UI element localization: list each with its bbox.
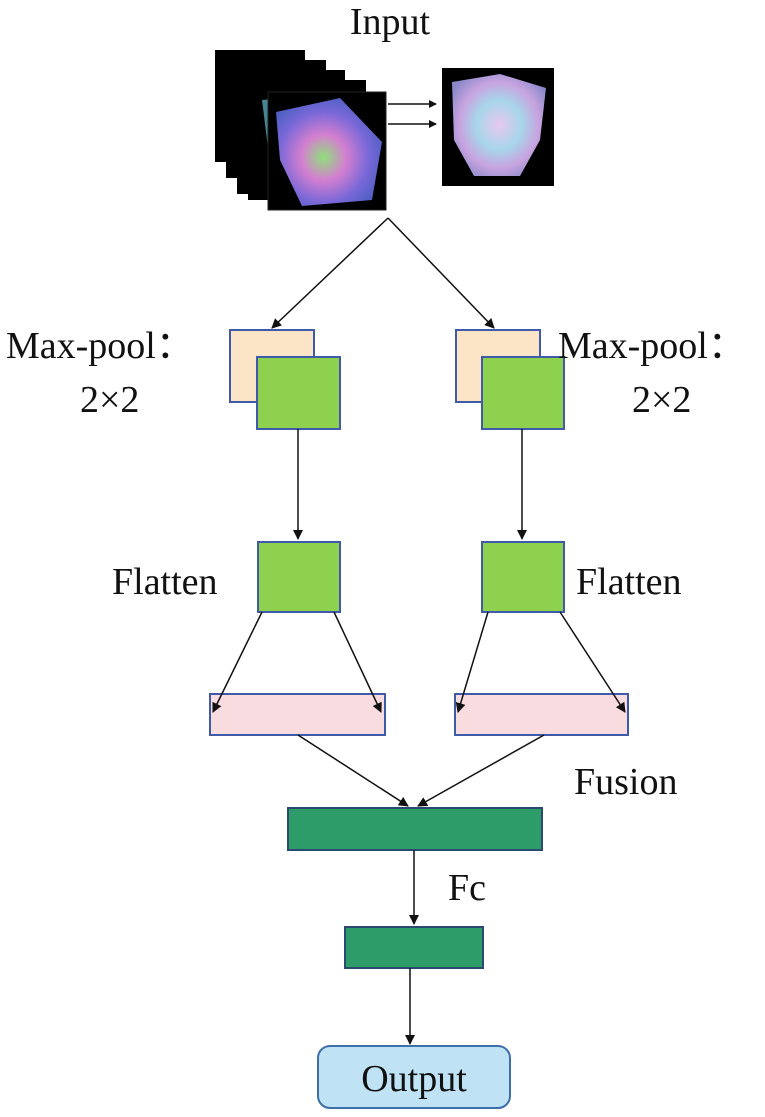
right-vector-to-fusion-arrow bbox=[417, 734, 545, 807]
right-maxpool-label: Max-pool： bbox=[558, 325, 746, 367]
right-flatten-to-vector-arrow-2 bbox=[559, 611, 626, 713]
left-maxpool-size: 2×2 bbox=[80, 379, 139, 421]
fusion-bar bbox=[287, 807, 543, 851]
left-flatten-label: Flatten bbox=[112, 561, 218, 603]
right-flatten-label: Flatten bbox=[576, 561, 682, 603]
input-to-right-pool-arrow bbox=[387, 217, 495, 329]
input-image-stack bbox=[215, 50, 387, 211]
left-maxpool-label: Max-pool： bbox=[6, 325, 194, 367]
left-flatten-to-vector-arrow-1 bbox=[212, 611, 263, 713]
output-box bbox=[317, 1045, 511, 1109]
right-flatten-box bbox=[481, 541, 565, 613]
input-label: Input bbox=[350, 1, 431, 43]
fc-label: Fc bbox=[448, 867, 486, 909]
right-feature-vector bbox=[454, 693, 629, 736]
input-to-left-pool-arrow bbox=[271, 217, 389, 329]
left-maxpool-block bbox=[229, 329, 341, 430]
left-vector-to-fusion-arrow bbox=[297, 734, 409, 807]
fusion-label: Fusion bbox=[574, 761, 677, 803]
left-feature-vector bbox=[209, 693, 386, 736]
left-flatten-to-vector-arrow-2 bbox=[333, 611, 382, 713]
output-label: Output bbox=[361, 1058, 467, 1100]
right-maxpool-block bbox=[455, 329, 565, 430]
right-maxpool-size: 2×2 bbox=[632, 379, 691, 421]
fc-bar bbox=[344, 926, 484, 969]
left-maxpool-front-map bbox=[256, 356, 341, 430]
right-flatten-to-vector-arrow-1 bbox=[455, 611, 489, 713]
reference-image bbox=[442, 68, 554, 186]
right-maxpool-front-map bbox=[481, 356, 565, 430]
left-flatten-box bbox=[257, 541, 341, 613]
